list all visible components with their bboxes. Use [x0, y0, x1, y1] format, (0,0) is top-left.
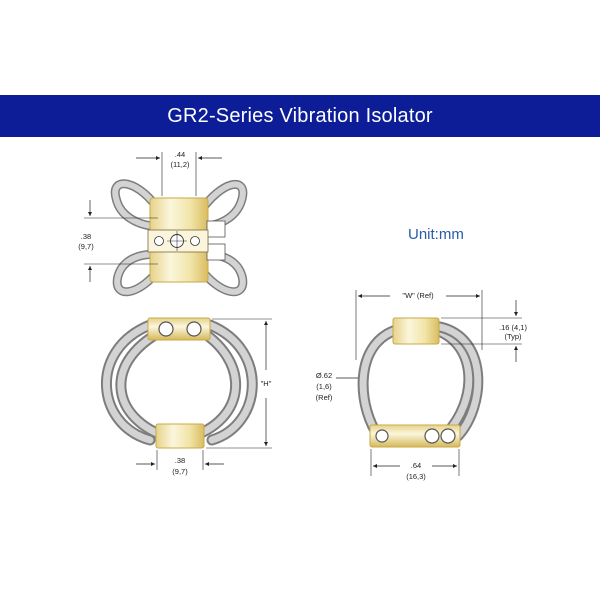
front-bar-inch: .38 — [175, 456, 185, 465]
side-wire-inch: Ø.62 — [316, 371, 332, 380]
side-wire-mm: (1,6) — [316, 382, 332, 391]
front-height-label: "H" — [261, 379, 272, 388]
front-bottom-bar — [155, 423, 205, 449]
side-clamp-note: (Typ) — [504, 332, 522, 341]
top-height-mm: (9,7) — [78, 242, 94, 251]
side-clamp-inch: .16 (4,1) — [499, 323, 527, 332]
side-top-clamp — [392, 317, 440, 345]
side-wire-note: (Ref) — [316, 393, 333, 402]
side-base-mm: (16,3) — [406, 472, 426, 481]
front-bar-mm: (9,7) — [172, 467, 188, 476]
page-title: GR2-Series Vibration Isolator — [167, 104, 433, 127]
top-width-mm: (11,2) — [170, 160, 190, 169]
top-width-inch: .44 — [175, 150, 185, 159]
side-base-inch: .64 — [411, 461, 421, 470]
side-width-label: "W" (Ref) — [402, 291, 434, 300]
top-height-inch: .38 — [81, 232, 91, 241]
hole-right — [190, 236, 200, 246]
top-view: .44 (11,2) .38 (9,7) — [78, 150, 248, 297]
title-banner: GR2-Series Vibration Isolator — [0, 95, 600, 137]
hole-left — [154, 236, 164, 246]
front-view: "H" .38 (9,7) — [100, 317, 272, 476]
side-view: "W" (Ref) .16 (4,1) (Typ) Ø.62 (1,6) (Re… — [316, 290, 527, 481]
unit-label: Unit:mm — [408, 226, 464, 243]
side-base-bar — [369, 424, 461, 448]
